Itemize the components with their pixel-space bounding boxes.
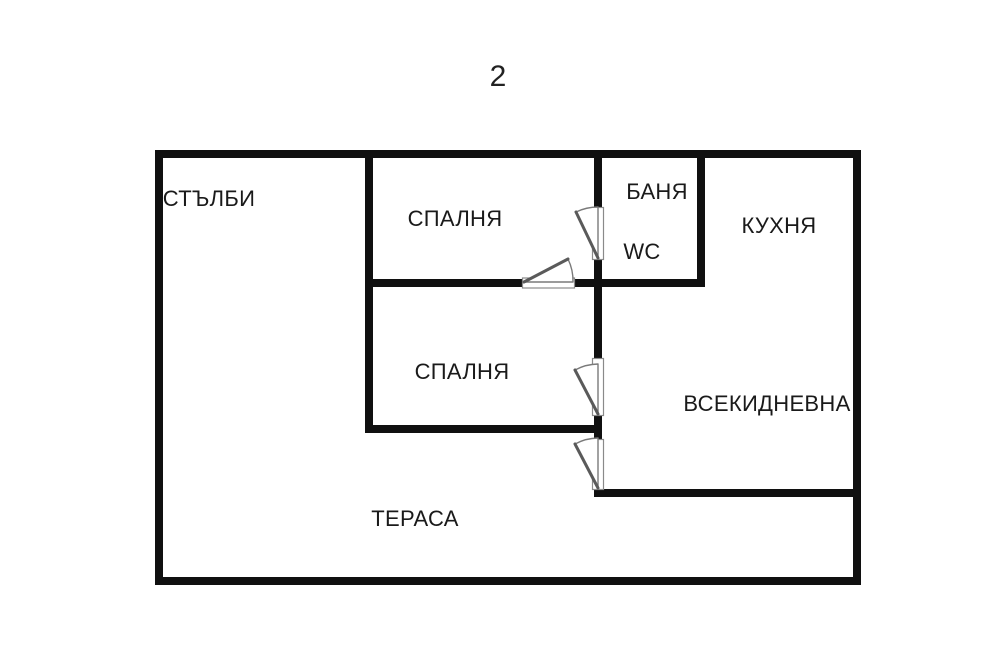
door-swings bbox=[522, 206, 600, 490]
bathroom-door bbox=[574, 206, 600, 260]
bedrooms-door-leaf bbox=[522, 257, 570, 284]
wall-corridor-middle bbox=[594, 259, 602, 358]
room-label-living-room: ВСЕКИДНЕВНА bbox=[683, 391, 851, 416]
walls bbox=[155, 150, 861, 585]
wall-living-terrace bbox=[594, 489, 861, 497]
living-terrace-door bbox=[573, 437, 600, 490]
room-label-kitchen: КУХНЯ bbox=[741, 213, 817, 238]
wall-bedroom2-bottom bbox=[365, 425, 602, 433]
room-label-bedroom-1: СПАЛНЯ bbox=[407, 206, 503, 231]
wall-corridor-upper bbox=[594, 150, 602, 207]
bedrooms-connecting-door bbox=[522, 257, 574, 284]
bedroom2-door-leaf bbox=[573, 368, 600, 416]
wall-bathroom-bottom-segment bbox=[574, 279, 705, 287]
wall-outer-right bbox=[853, 150, 861, 585]
room-label-bathroom: БАНЯ bbox=[626, 179, 688, 204]
room-label-bedroom-2: СПАЛНЯ bbox=[414, 359, 510, 384]
bedroom2-living-door bbox=[573, 363, 600, 416]
page-number: 2 bbox=[489, 60, 507, 93]
bathroom-door-leaf bbox=[574, 210, 600, 260]
terrace-door-leaf bbox=[573, 442, 600, 490]
room-label-terrace: ТЕРАСА bbox=[371, 506, 459, 531]
wall-outer-left bbox=[155, 150, 163, 585]
room-label-stairs: СТЪЛБИ bbox=[162, 186, 256, 211]
wall-bedrooms-left-segment bbox=[365, 279, 522, 287]
wall-outer-top bbox=[155, 150, 861, 158]
wall-outer-bottom bbox=[155, 577, 861, 585]
room-label-wc: WC bbox=[623, 239, 661, 264]
wall-stairs-bedrooms bbox=[365, 150, 373, 433]
wall-bathroom-right bbox=[697, 150, 705, 287]
